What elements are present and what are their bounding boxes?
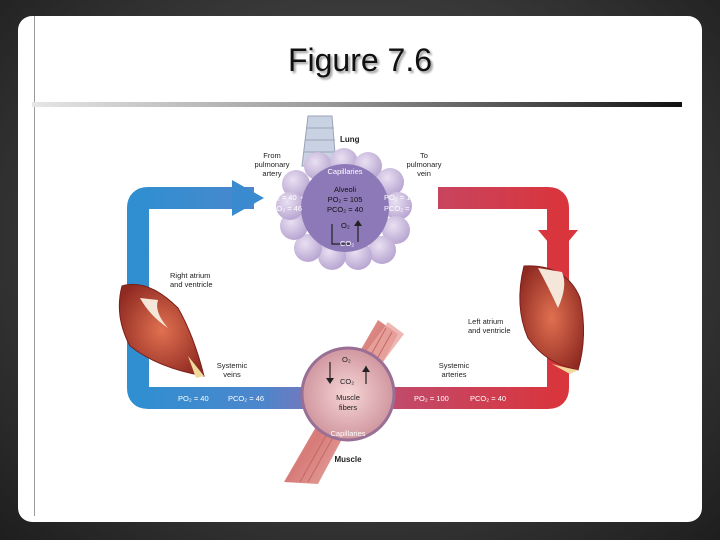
alveoli-po2: PO₂ = 105 (328, 195, 363, 204)
muscle-fibers-2: fibers (339, 403, 358, 412)
arrow-down-right (538, 230, 578, 254)
arrow-to-lung (232, 180, 264, 216)
left-heart (519, 265, 585, 374)
top-right-po2: PO₂ = 100 (384, 193, 419, 202)
top-left-pco2: PCO₂ = 46 (266, 204, 302, 213)
trachea (301, 115, 337, 167)
muscle-label: Muscle (334, 455, 362, 464)
co2-bottom-label: CO₂ (340, 377, 354, 386)
bottom-right-pco2: PCO₂ = 40 (470, 394, 506, 403)
slide-title: Figure 7.6 (287, 42, 433, 78)
co2-top-label: CO₂ (340, 239, 354, 248)
top-right-pco2: PCO₂ = 40 (384, 204, 420, 213)
capillaries-top-label: Capillaries (327, 167, 362, 176)
muscle-exchange-arrows (326, 362, 370, 384)
o2-top-label: O₂ (341, 221, 350, 230)
bottom-right-po2: PO₂ = 100 (414, 394, 449, 403)
right-heart (118, 283, 205, 378)
lung-capillary (301, 164, 389, 252)
capillaries-bottom-label: Capillaries (330, 429, 365, 438)
systemic-veins-1: Systemic (217, 361, 248, 370)
muscle-capillary (300, 346, 396, 442)
from-pulmonary-artery-1: From (263, 151, 281, 160)
left-atrium-label-2: and ventricle (468, 326, 511, 335)
bottom-left-po2: PO₂ = 40 (178, 394, 209, 403)
left-rule (34, 16, 35, 516)
alveoli-label: Alveoli (334, 185, 356, 194)
muscle-fibers-1: Muscle (336, 393, 360, 402)
to-pulmonary-vein-1: To (420, 151, 428, 160)
right-atrium-label-1: Right atrium (170, 271, 210, 280)
bottom-left-pco2: PCO₂ = 46 (228, 394, 264, 403)
o2-bottom-label: O₂ (342, 355, 351, 364)
slide: Figure 7.6 (18, 16, 702, 522)
left-atrium-label-1: Left atrium (468, 317, 503, 326)
top-left-po2: PO₂ = 40 (266, 193, 297, 202)
systemic-arteries-1: Systemic (439, 361, 470, 370)
title-divider (32, 102, 682, 107)
circulation-diagram: Lung Capillaries Alveoli PO₂ = 105 PCO₂ … (118, 115, 585, 484)
from-pulmonary-artery-2: pulmonary (254, 160, 289, 169)
alveoli-pco2: PCO₂ = 40 (327, 205, 363, 214)
systemic-veins-2: veins (223, 370, 241, 379)
from-pulmonary-artery-3: artery (262, 169, 281, 178)
to-pulmonary-vein-3: vein (417, 169, 431, 178)
right-atrium-label-2: and ventricle (170, 280, 213, 289)
systemic-arteries-2: arteries (441, 370, 466, 379)
to-pulmonary-vein-2: pulmonary (406, 160, 441, 169)
lung-exchange-arrows (331, 220, 362, 245)
lung-label: Lung (340, 135, 360, 144)
